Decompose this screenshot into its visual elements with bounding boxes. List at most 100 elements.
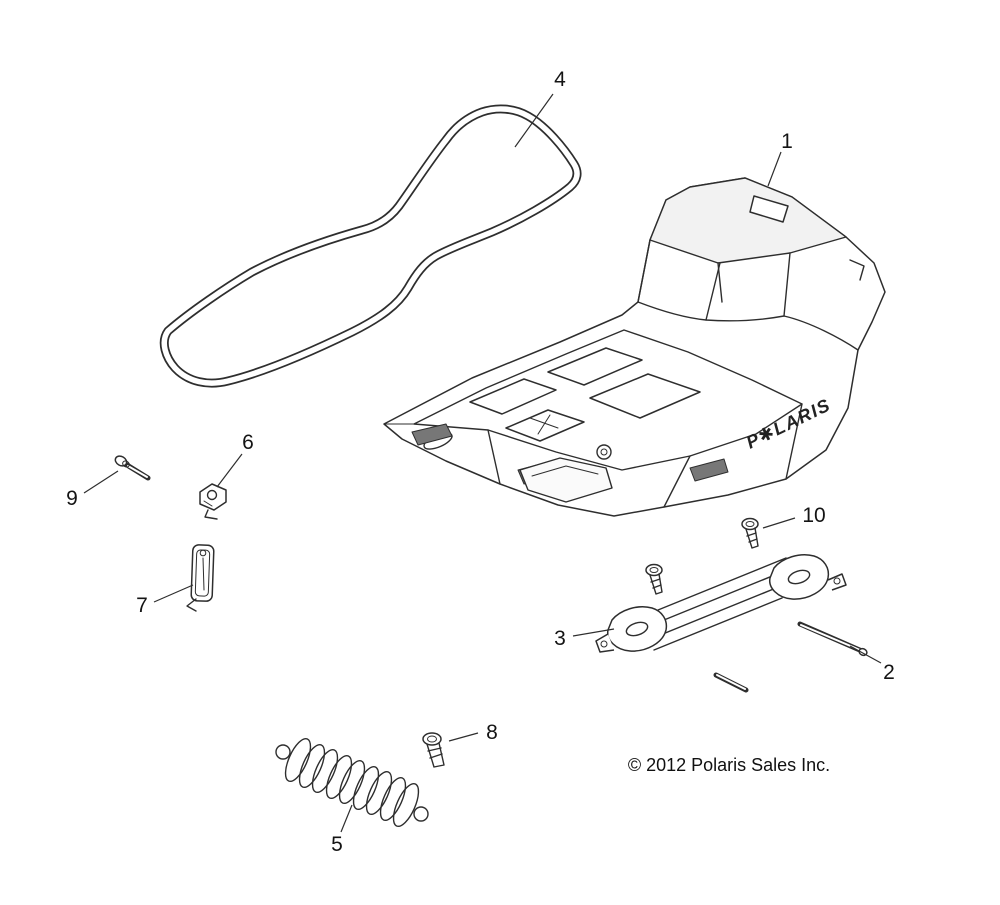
leader-8 xyxy=(448,732,479,742)
screw-10-shaft xyxy=(745,527,759,549)
bracket-screw-part xyxy=(645,563,663,595)
tube-loop-part xyxy=(159,104,582,388)
spring-part xyxy=(275,737,429,828)
latch-bracket-part xyxy=(186,544,215,612)
vent-right xyxy=(689,458,729,482)
copyright-text: © 2012 Polaris Sales Inc. xyxy=(628,755,830,775)
skirt-seam-left xyxy=(487,429,501,485)
bracket-tab-right-hole xyxy=(833,577,841,585)
mount-bracket-part xyxy=(595,554,847,653)
leader-2 xyxy=(849,645,882,664)
spring-coil xyxy=(311,748,339,794)
leader-1 xyxy=(767,151,782,187)
clip-hole xyxy=(206,489,218,501)
callout-1: 1 xyxy=(781,130,793,153)
screw-10-part xyxy=(741,517,759,549)
bracket-screw-shaft xyxy=(649,573,663,595)
rivet-shaft-highlight xyxy=(127,465,148,478)
bracket-screw-head xyxy=(645,563,663,577)
spring-coil xyxy=(379,776,407,822)
deck-opening-3 xyxy=(589,373,701,419)
spring-hook-left xyxy=(275,744,291,760)
front-bumper-line xyxy=(531,465,599,477)
latch-bracket-slot xyxy=(202,557,205,591)
leader-3 xyxy=(572,628,615,637)
deck-opening-1 xyxy=(469,378,557,415)
screw-10-head xyxy=(741,517,759,531)
skirt-seam-right xyxy=(663,455,691,508)
tube-loop-outline xyxy=(159,104,582,388)
leader-4 xyxy=(514,93,554,148)
bracket-plate-left xyxy=(607,606,668,652)
spring-coil xyxy=(352,765,380,811)
hood-latch-detail xyxy=(749,195,789,223)
hood-seam xyxy=(637,301,859,351)
latch-bracket-body xyxy=(190,544,215,602)
leader-9 xyxy=(83,470,119,494)
callout-8: 8 xyxy=(486,721,498,744)
hood-crease-left xyxy=(705,262,721,321)
tube-loop-highlight xyxy=(161,106,580,386)
leader-5 xyxy=(340,804,353,833)
deck-hole-right-inner xyxy=(600,448,608,456)
vent-left xyxy=(411,423,453,446)
callout-9: 9 xyxy=(66,487,78,510)
bracket-tab-left-hole xyxy=(600,640,608,648)
screw-8-part xyxy=(422,732,445,768)
screw-8-shaft xyxy=(426,742,445,768)
leader-6 xyxy=(216,453,243,488)
callout-10: 10 xyxy=(802,504,825,527)
rivet-head-inner xyxy=(122,460,130,468)
hood-crease-right xyxy=(783,252,791,317)
hood-inner-line xyxy=(717,262,723,303)
hood-top-facet xyxy=(649,177,847,264)
bracket-bar-bottom xyxy=(647,587,783,651)
spring-coil xyxy=(284,737,312,783)
screw-8-head-inner xyxy=(427,735,437,743)
latch-bracket-tab xyxy=(186,598,197,612)
screw-8-head xyxy=(422,732,442,746)
bracket-tab-right xyxy=(827,573,847,591)
bracket-plate-left-slot xyxy=(625,621,649,637)
spring-coil xyxy=(325,754,353,800)
deck-hole-right xyxy=(596,444,612,460)
front-bumper-facet xyxy=(519,457,613,503)
small-pin-part xyxy=(713,672,749,693)
callout-2: 2 xyxy=(883,661,895,684)
deck-center-plate xyxy=(505,409,585,442)
deck-center-cross xyxy=(529,414,559,435)
spring-coil xyxy=(392,782,420,828)
long-pin-part xyxy=(797,621,868,657)
deck-opening-2 xyxy=(547,347,643,386)
callout-4: 4 xyxy=(554,68,566,91)
rivet-part xyxy=(114,455,151,481)
clip-inner-line xyxy=(203,500,213,507)
spring-coil xyxy=(365,770,393,816)
bracket-plate-right xyxy=(769,554,830,600)
screw-10-head-inner xyxy=(745,521,755,527)
spring-coil xyxy=(298,743,326,789)
spring-coil xyxy=(338,759,366,805)
latch-bracket-hole xyxy=(199,549,207,557)
hood-edge-left xyxy=(637,239,651,303)
hood-notch-right xyxy=(849,259,865,281)
callout-3: 3 xyxy=(554,627,566,650)
clip-hook xyxy=(204,509,218,520)
rivet-head xyxy=(114,455,128,467)
clip-part xyxy=(199,483,227,520)
clip-body xyxy=(199,483,227,511)
bracket-tab-left xyxy=(595,633,615,653)
small-pin-highlight xyxy=(716,674,746,690)
callout-7: 7 xyxy=(136,594,148,617)
callout-leaders xyxy=(83,93,882,833)
skirt-seam-far-right xyxy=(785,403,803,480)
bracket-plate-right-slot xyxy=(787,569,811,585)
callout-5: 5 xyxy=(331,833,343,856)
leader-10 xyxy=(762,517,796,529)
callout-6: 6 xyxy=(242,431,254,454)
bracket-screw-head-inner xyxy=(649,567,659,573)
callout-numbers: 1 2 3 4 5 6 7 8 9 10 xyxy=(66,68,895,856)
leader-7 xyxy=(153,584,194,603)
